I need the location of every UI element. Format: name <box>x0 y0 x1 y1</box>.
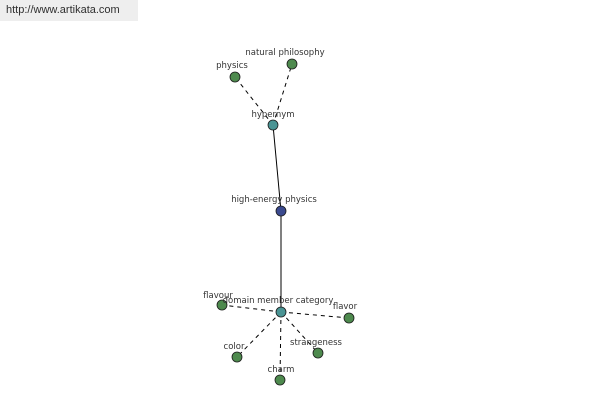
node-high-energy-physics[interactable] <box>275 205 287 217</box>
edge-hypernym-to-physics <box>234 76 274 126</box>
node-label-flavor[interactable]: flavor <box>333 302 358 312</box>
graph-labels: natural philosophy physics hypernym high-en… <box>203 48 357 375</box>
node-label-domain-member-category[interactable]: domain member category <box>223 296 334 306</box>
node-label-high-energy-physics[interactable]: high-energy physics <box>231 195 317 205</box>
node-strangeness[interactable] <box>312 347 324 359</box>
url-banner[interactable]: http://www.artikata.com <box>0 0 138 21</box>
node-label-physics[interactable]: physics <box>216 61 248 71</box>
node-domain-member-category[interactable] <box>275 306 287 318</box>
node-label-color[interactable]: color <box>224 342 245 352</box>
node-physics[interactable] <box>229 71 241 83</box>
node-charm[interactable] <box>274 374 286 386</box>
node-flavour[interactable] <box>216 299 228 311</box>
edge-domain-member-category-to-color <box>236 311 282 358</box>
edge-hypernym-to-high-energy-physics <box>272 124 282 212</box>
node-label-flavour[interactable]: flavour <box>203 291 233 301</box>
edge-domain-member-category-to-flavor <box>280 311 350 319</box>
graph-nodes <box>216 58 355 386</box>
edge-domain-member-category-to-flavour <box>221 304 282 313</box>
edge-domain-member-category-to-charm <box>279 311 282 381</box>
node-hypernym[interactable] <box>267 119 279 131</box>
node-label-charm[interactable]: charm <box>268 365 295 375</box>
node-natural-philosophy[interactable] <box>286 58 298 70</box>
graph-edges <box>221 63 350 381</box>
node-label-hypernym[interactable]: hypernym <box>251 110 294 120</box>
edge-domain-member-category-to-strangeness <box>280 311 319 354</box>
node-label-natural-philosophy[interactable]: natural philosophy <box>245 48 324 58</box>
node-flavor[interactable] <box>343 312 355 324</box>
node-color[interactable] <box>231 351 243 363</box>
node-label-strangeness[interactable]: strangeness <box>290 338 343 348</box>
edge-hypernym-to-natural-philosophy <box>272 63 293 126</box>
